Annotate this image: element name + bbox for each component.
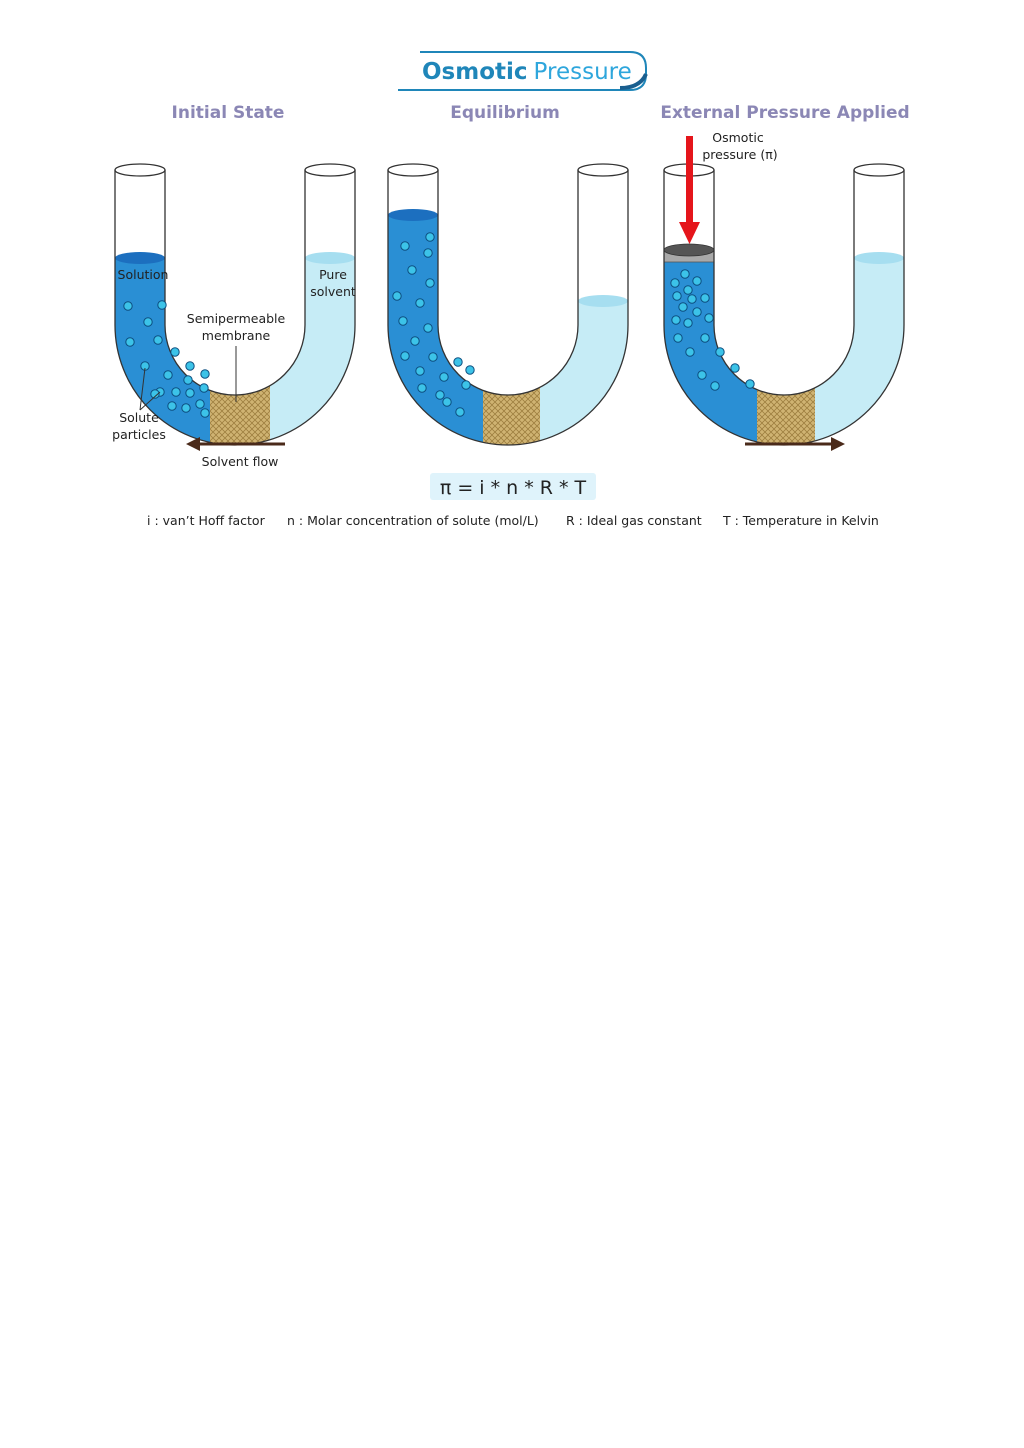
solvent-surface <box>305 252 355 264</box>
label-osmotic-2: pressure (π) <box>702 147 777 162</box>
legend-i: i : van’t Hoff factor <box>147 513 266 528</box>
label-pure-solvent-1: Pure <box>319 267 347 282</box>
label-solute-1: Solute <box>119 410 159 425</box>
label-solvent-flow: Solvent flow <box>202 454 279 469</box>
solute-particles-3 <box>670 269 755 391</box>
solution-surface <box>115 252 165 264</box>
stage-title-external: External Pressure Applied <box>660 103 909 123</box>
label-pure-solvent-2: solvent <box>310 284 356 299</box>
solute-particles-2 <box>392 232 475 417</box>
legend-t: T : Temperature in Kelvin <box>722 513 879 528</box>
red-down-arrow-icon <box>679 136 700 244</box>
u-tube-equilibrium <box>387 163 629 446</box>
legend-n: n : Molar concentration of solute (mol/L… <box>287 513 539 528</box>
left-arrow-icon <box>186 437 285 451</box>
logo-bold: Osmotic <box>422 59 528 85</box>
formula-box <box>430 473 596 500</box>
label-membrane-2: membrane <box>202 328 271 343</box>
piston-icon <box>663 243 715 263</box>
solute-pointer-1 <box>139 367 146 411</box>
stage-title-initial: Initial State <box>172 103 285 123</box>
legend-r: R : Ideal gas constant <box>566 513 702 528</box>
formula: π = i * n * R * T <box>440 477 587 499</box>
stage-title-equilibrium: Equilibrium <box>450 103 560 123</box>
right-arrow-icon <box>745 437 845 451</box>
label-solution: Solution <box>118 267 169 282</box>
label-solute-2: particles <box>112 427 166 442</box>
solute-particles <box>123 300 210 418</box>
label-osmotic-1: Osmotic <box>712 130 764 145</box>
solute-pointer-2 <box>139 391 161 411</box>
logo-light: Pressure <box>534 59 632 85</box>
label-membrane-1: Semipermeable <box>187 311 286 326</box>
